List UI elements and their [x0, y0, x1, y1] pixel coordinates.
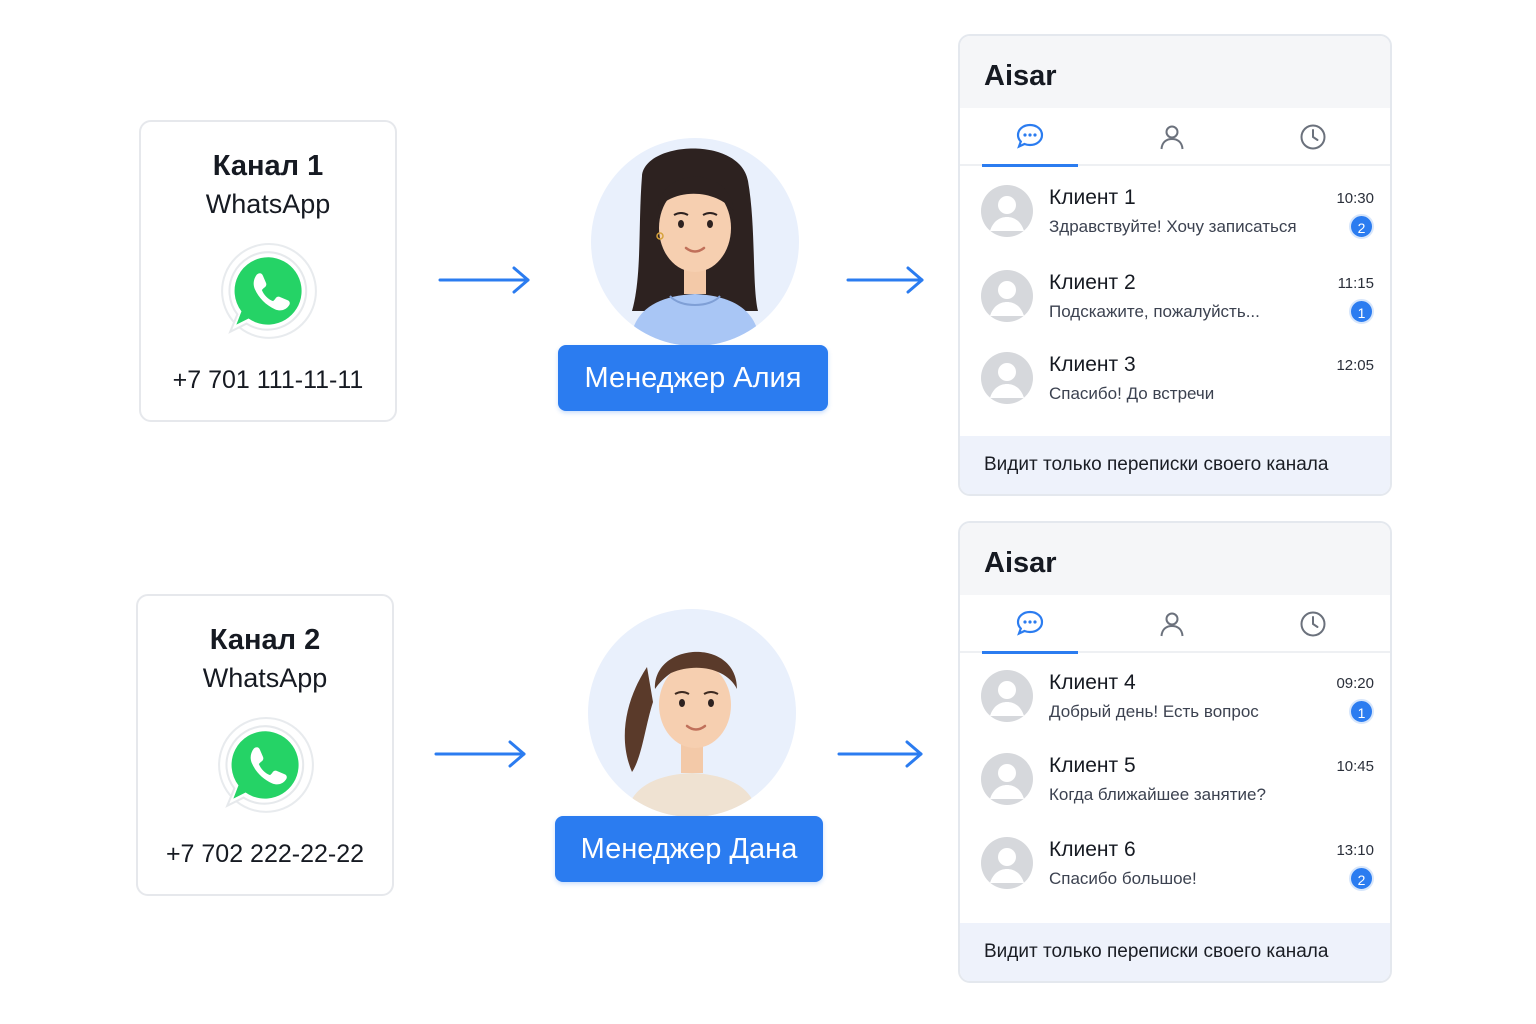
tab-chats[interactable] — [982, 108, 1078, 167]
client-name: Клиент 6 — [1049, 838, 1136, 861]
user-icon — [1160, 125, 1184, 150]
app-title: Aisar — [984, 547, 1057, 579]
tab-chats[interactable] — [982, 595, 1078, 654]
manager-avatar — [591, 138, 799, 346]
chat-list-item[interactable]: Клиент 5 Когда ближайшее занятие? 10:45 — [960, 746, 1390, 830]
tab-bar — [960, 595, 1390, 654]
tab-contacts[interactable] — [1124, 108, 1220, 166]
chat-list-item[interactable]: Клиент 1 Здравствуйте! Хочу записаться 1… — [960, 178, 1390, 262]
client-avatar — [981, 670, 1033, 722]
client-name: Клиент 1 — [1049, 186, 1136, 209]
chat-list-item[interactable]: Клиент 4 Добрый день! Есть вопрос 09:20 … — [960, 663, 1390, 747]
channel-card: Канал 1 WhatsApp +7 701 111-11-11 — [139, 120, 397, 422]
arrow-right-icon — [434, 740, 526, 768]
chat-list-item[interactable]: Клиент 3 Спасибо! До встречи 12:05 — [960, 345, 1390, 429]
message-time: 11:15 — [1337, 275, 1374, 292]
channel-phone: +7 702 222-22-22 — [165, 840, 365, 868]
app-header: Aisar — [960, 523, 1390, 595]
tab-history[interactable] — [1265, 108, 1361, 166]
message-time: 12:05 — [1336, 357, 1374, 374]
client-avatar — [981, 185, 1033, 237]
flow-row-2: Канал 2 WhatsApp +7 702 222-22-22 — [0, 487, 1536, 987]
unread-badge: 2 — [1349, 866, 1374, 891]
arrow-right-icon — [837, 740, 923, 768]
visibility-note: Видит только переписки своего канала — [960, 436, 1390, 494]
message-preview: Когда ближайшее занятие? — [1049, 785, 1266, 804]
whatsapp-icon — [218, 717, 314, 813]
message-preview: Подскажите, пожалуйсть... — [1049, 302, 1260, 321]
manager-label: Менеджер Алия — [558, 345, 828, 411]
chat-icon — [1016, 610, 1044, 636]
channel-phone: +7 701 111-11-11 — [172, 366, 364, 394]
manager-avatar — [588, 609, 796, 817]
chat-list: Клиент 1 Здравствуйте! Хочу записаться 1… — [960, 166, 1390, 436]
client-name: Клиент 4 — [1049, 671, 1136, 694]
manager: Менеджер Алия — [558, 136, 830, 426]
unread-badge: 1 — [1349, 299, 1374, 324]
tab-contacts[interactable] — [1124, 595, 1220, 653]
client-name: Клиент 2 — [1049, 271, 1136, 294]
client-avatar — [981, 352, 1033, 404]
message-preview: Спасибо! До встречи — [1049, 384, 1215, 403]
app-panel: Aisar — [958, 521, 1392, 983]
client-name: Клиент 5 — [1049, 754, 1136, 777]
chat-icon — [1016, 123, 1044, 149]
client-name: Клиент 3 — [1049, 353, 1136, 376]
arrow-right-icon — [438, 266, 530, 294]
message-preview: Здравствуйте! Хочу записаться — [1049, 217, 1297, 236]
manager: Менеджер Дана — [555, 607, 827, 897]
client-avatar — [981, 270, 1033, 322]
clock-icon — [1300, 124, 1326, 150]
channel-type: WhatsApp — [205, 189, 331, 219]
flow-row-1: Канал 1 WhatsApp +7 701 111-11-11 — [0, 0, 1536, 500]
message-time: 09:20 — [1336, 675, 1374, 692]
message-time: 10:30 — [1336, 190, 1374, 207]
client-avatar — [981, 837, 1033, 889]
unread-badge: 2 — [1349, 214, 1374, 239]
arrow-right-icon — [846, 266, 924, 294]
app-panel: Aisar — [958, 34, 1392, 496]
app-header: Aisar — [960, 36, 1390, 108]
chat-list: Клиент 4 Добрый день! Есть вопрос 09:20 … — [960, 653, 1390, 923]
visibility-note: Видит только переписки своего канала — [960, 923, 1390, 981]
message-preview: Добрый день! Есть вопрос — [1049, 702, 1259, 721]
chat-list-item[interactable]: Клиент 6 Спасибо большое! 13:10 2 — [960, 830, 1390, 914]
channel-card: Канал 2 WhatsApp +7 702 222-22-22 — [136, 594, 394, 896]
app-title: Aisar — [984, 60, 1057, 92]
chat-list-item[interactable]: Клиент 2 Подскажите, пожалуйсть... 11:15… — [960, 263, 1390, 347]
message-time: 13:10 — [1336, 842, 1374, 859]
tab-bar — [960, 108, 1390, 167]
manager-label: Менеджер Дана — [555, 816, 823, 882]
message-preview: Спасибо большое! — [1049, 869, 1197, 888]
whatsapp-icon — [221, 243, 317, 339]
unread-badge: 1 — [1349, 699, 1374, 724]
channel-title: Канал 2 — [209, 624, 321, 656]
channel-type: WhatsApp — [202, 663, 328, 693]
message-time: 10:45 — [1336, 758, 1374, 775]
client-avatar — [981, 753, 1033, 805]
channel-title: Канал 1 — [212, 150, 324, 182]
clock-icon — [1300, 611, 1326, 637]
tab-history[interactable] — [1265, 595, 1361, 653]
user-icon — [1160, 612, 1184, 637]
